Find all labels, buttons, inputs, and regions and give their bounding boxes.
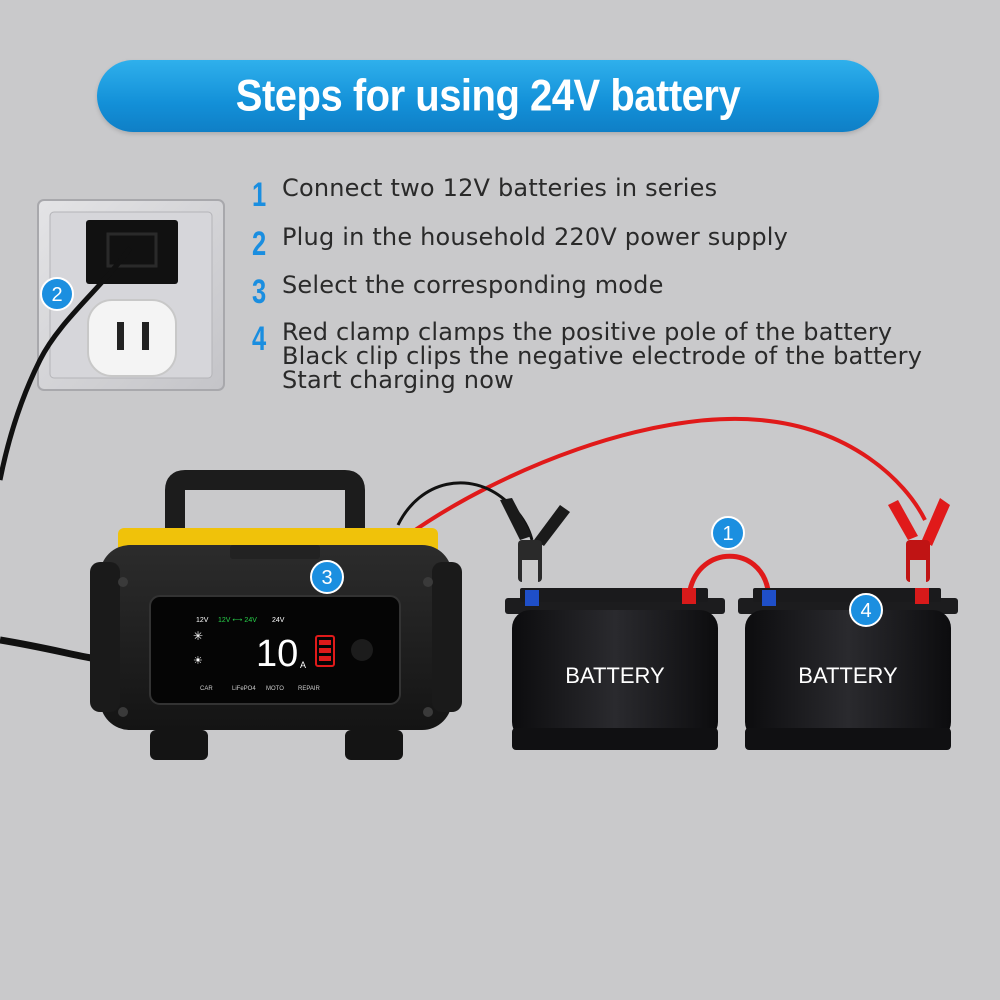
badge-charger: 3 — [310, 560, 344, 594]
clamp-icon — [500, 498, 570, 588]
positive-terminal — [915, 588, 929, 604]
step-3: 3 Select the corresponding mode — [252, 271, 992, 311]
step-number: 3 — [252, 273, 267, 311]
power-cord — [0, 246, 133, 481]
current-reading: 10 — [256, 633, 298, 675]
title-banner: Steps for using 24V battery — [97, 60, 879, 132]
step-4: 4 Red clamp clamps the positive pole of … — [252, 320, 992, 392]
step-number: 1 — [252, 176, 267, 214]
step-text: Plug in the household 220V power supply — [282, 223, 789, 251]
sun-icon: ☀ — [193, 655, 203, 667]
step-text: Black clip clips the negative electrode … — [282, 342, 923, 370]
outlet-icon — [37, 199, 225, 391]
page-title: Steps for using 24V battery — [235, 71, 741, 121]
negative-terminal — [525, 590, 539, 606]
svg-text:3: 3 — [321, 567, 332, 589]
mode-button-lifepo4: LiFePO4 — [232, 686, 256, 692]
battery-label: BATTERY — [798, 663, 898, 688]
step-number: 4 — [252, 320, 267, 358]
badge-series-link: 1 — [711, 516, 745, 550]
mode-button-car: CAR — [200, 686, 213, 692]
red-cable — [406, 417, 927, 537]
charger-icon: 12V 12V ⟷ 24V 24V 10 A ✳ ☀ CAR LiFePO4 M… — [90, 470, 462, 760]
step-number: 2 — [252, 225, 267, 263]
negative-terminal — [762, 590, 776, 606]
positive-terminal — [682, 588, 696, 604]
step-1: 1 Connect two 12V batteries in series — [252, 174, 992, 214]
battery-label: BATTERY — [565, 663, 665, 688]
series-cable — [687, 553, 771, 591]
step-text: Start charging now — [282, 366, 514, 394]
mode-12-24v-label: 12V ⟷ 24V — [218, 617, 257, 624]
current-unit: A — [300, 660, 306, 670]
mode-12v-label: 12V — [196, 617, 209, 624]
badge-clamps: 4 — [849, 593, 883, 627]
svg-text:2: 2 — [51, 284, 62, 306]
mode-button-repair: REPAIR — [298, 686, 321, 692]
step-2: 2 Plug in the household 220V power suppl… — [252, 223, 992, 263]
mode-knob — [351, 639, 373, 661]
battery-icon: BATTERY — [505, 588, 725, 750]
step-text: Select the corresponding mode — [282, 271, 664, 299]
badge-outlet: 2 — [40, 277, 74, 311]
battery-level-icon — [315, 635, 335, 667]
step-text: Red clamp clamps the positive pole of th… — [282, 318, 893, 346]
svg-text:4: 4 — [860, 600, 871, 622]
snowflake-icon: ✳ — [193, 629, 203, 643]
clamp-icon — [888, 498, 950, 588]
step-text: Connect two 12V batteries in series — [282, 174, 718, 202]
mode-24v-label: 24V — [272, 617, 285, 624]
battery-icon: BATTERY — [738, 588, 958, 750]
mode-button-moto: MOTO — [266, 686, 284, 692]
svg-text:1: 1 — [722, 523, 733, 545]
